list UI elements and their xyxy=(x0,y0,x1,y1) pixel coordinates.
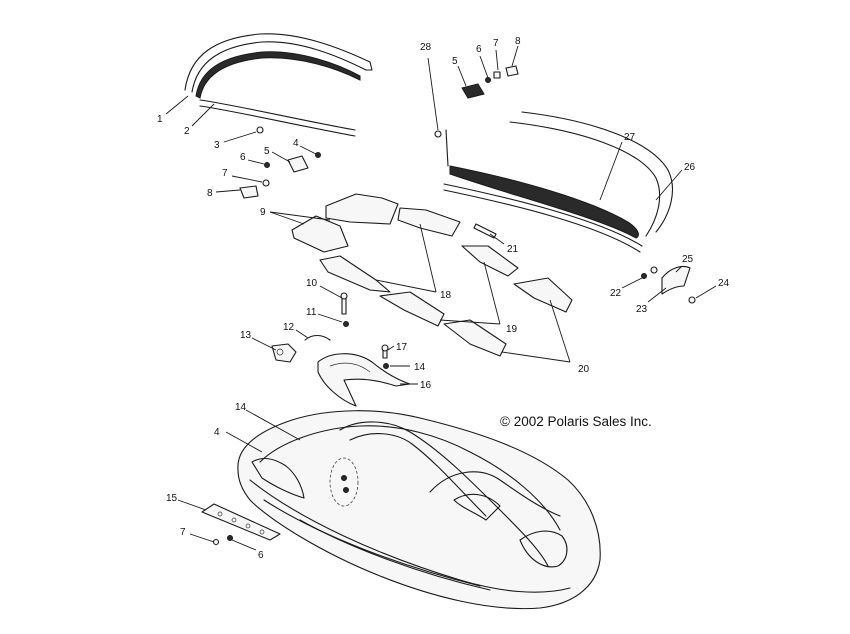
callout-18: 18 xyxy=(440,290,452,301)
callout-19: 19 xyxy=(506,324,518,335)
callout-24: 24 xyxy=(718,278,730,289)
callout-25: 25 xyxy=(682,254,694,265)
callout-26: 26 xyxy=(684,162,696,173)
callout-10: 10 xyxy=(306,278,318,289)
callout-14-upper: 14 xyxy=(235,402,247,413)
side-vent xyxy=(201,503,281,546)
callout-4-hull: 4 xyxy=(214,427,220,438)
callout-15: 15 xyxy=(166,493,178,504)
deck-mats xyxy=(291,193,573,357)
callout-6-top: 6 xyxy=(476,44,482,55)
copyright-notice: © 2002 Polaris Sales Inc. xyxy=(500,414,652,429)
callout-7-top: 7 xyxy=(493,38,499,49)
callout-16: 16 xyxy=(420,380,432,391)
callout-4: 4 xyxy=(293,138,299,149)
watercraft-hull xyxy=(237,410,601,610)
callout-22: 22 xyxy=(610,288,622,299)
rub-rail-right xyxy=(443,111,673,253)
callout-11: 11 xyxy=(306,307,317,318)
callout-3: 3 xyxy=(214,140,220,151)
callout-17: 17 xyxy=(396,342,408,353)
leader-lines xyxy=(165,45,717,551)
hardware xyxy=(239,65,696,369)
callout-13: 13 xyxy=(240,330,252,341)
callout-23: 23 xyxy=(636,304,648,315)
callout-12: 12 xyxy=(283,322,295,333)
callout-5-top: 5 xyxy=(452,56,458,67)
callout-1: 1 xyxy=(157,114,163,125)
callout-6-lower: 6 xyxy=(258,550,264,561)
rub-rail-left xyxy=(184,33,373,137)
callout-27: 27 xyxy=(624,132,636,143)
callout-28: 28 xyxy=(420,42,432,53)
callout-9: 9 xyxy=(260,207,266,218)
callout-6: 6 xyxy=(240,152,246,163)
callout-21: 21 xyxy=(507,244,519,255)
callout-7: 7 xyxy=(222,168,228,179)
callout-2: 2 xyxy=(184,126,190,137)
callout-labels: 1 2 3 4 5 6 7 8 9 10 11 12 13 14 14 16 1… xyxy=(157,36,730,561)
callout-7-lower: 7 xyxy=(180,527,186,538)
callout-5: 5 xyxy=(264,146,270,157)
callout-8: 8 xyxy=(207,188,213,199)
callout-8-top: 8 xyxy=(515,36,521,47)
callout-14: 14 xyxy=(414,362,426,373)
steering-assembly xyxy=(271,343,411,407)
callout-20: 20 xyxy=(578,364,590,375)
